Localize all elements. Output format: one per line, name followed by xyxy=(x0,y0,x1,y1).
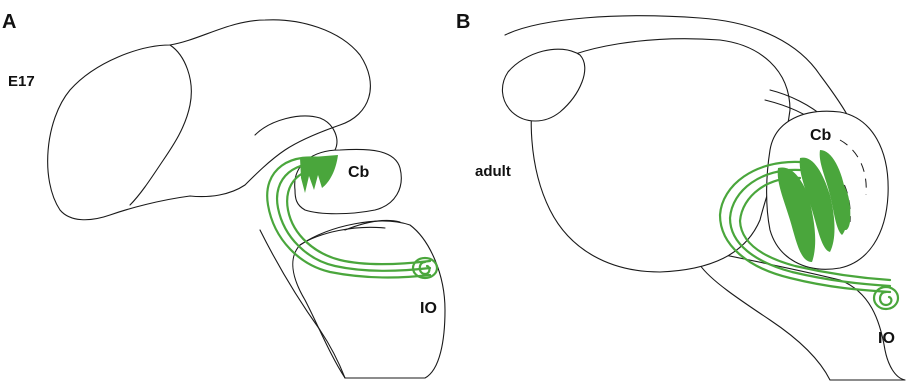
panel-b-cerebellum-label: Cb xyxy=(810,127,832,144)
panel-b-olive-label: IO xyxy=(878,330,895,347)
panel-b-stage-label: adult xyxy=(475,163,511,180)
panel-a-stage-label: E17 xyxy=(8,73,35,90)
panel-a-cerebellum-label: Cb xyxy=(348,164,370,181)
panel-a-olive-label: IO xyxy=(420,300,437,317)
panel-b-brainstem xyxy=(700,250,905,380)
panel-a: A E17 Cb IO xyxy=(2,11,445,378)
panel-b-olive-swirl xyxy=(874,287,898,309)
panel-b: B adult Cb IO xyxy=(456,11,905,380)
panel-a-letter: A xyxy=(2,11,16,33)
panel-b-letter: B xyxy=(456,11,470,33)
